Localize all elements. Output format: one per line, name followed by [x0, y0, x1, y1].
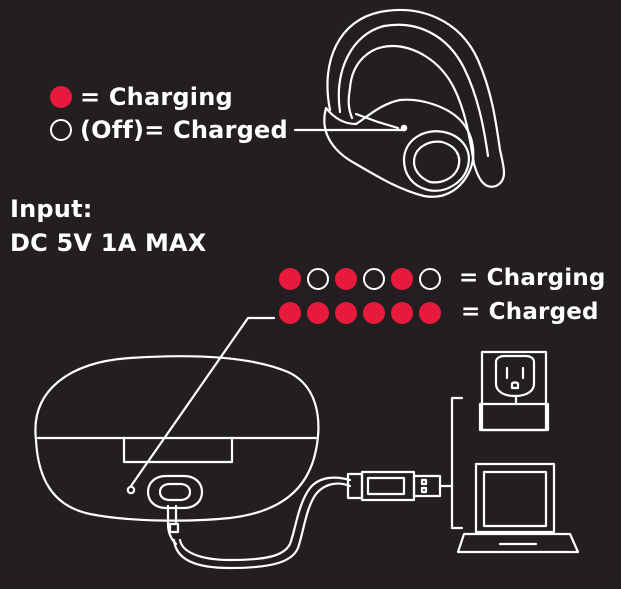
case-charging-label: = Charging [459, 265, 606, 291]
led-dot-on [391, 268, 413, 290]
led-dot-off [307, 268, 329, 290]
led-dot-on [391, 302, 413, 324]
led-dot-on [419, 302, 441, 324]
led-dot-on [335, 302, 357, 324]
led-dot-on [335, 268, 357, 290]
usb-cable-icon [166, 470, 442, 570]
case-charged-led-pattern [279, 302, 441, 324]
legend-charging-label: = Charging [80, 83, 233, 111]
led-dot-on [279, 268, 301, 290]
input-spec-value: DC 5V 1A MAX [10, 229, 207, 257]
wall-outlet-icon [478, 350, 550, 432]
led-dot-off [419, 268, 441, 290]
case-charging-led-pattern [279, 268, 441, 290]
led-off-indicator [50, 119, 72, 141]
led-on-indicator [50, 86, 72, 108]
connector-bracket [438, 396, 464, 530]
led-dot-on [307, 302, 329, 324]
led-dot-off [363, 268, 385, 290]
led-dot-on [363, 302, 385, 324]
legend-charged-label: (Off)= Charged [80, 116, 288, 144]
charging-case-icon [34, 316, 320, 522]
case-charged-label: = Charged [461, 299, 599, 325]
earbud-icon [293, 8, 506, 198]
input-spec-heading: Input: [10, 195, 93, 223]
led-dot-on [279, 302, 301, 324]
laptop-icon [456, 462, 580, 554]
